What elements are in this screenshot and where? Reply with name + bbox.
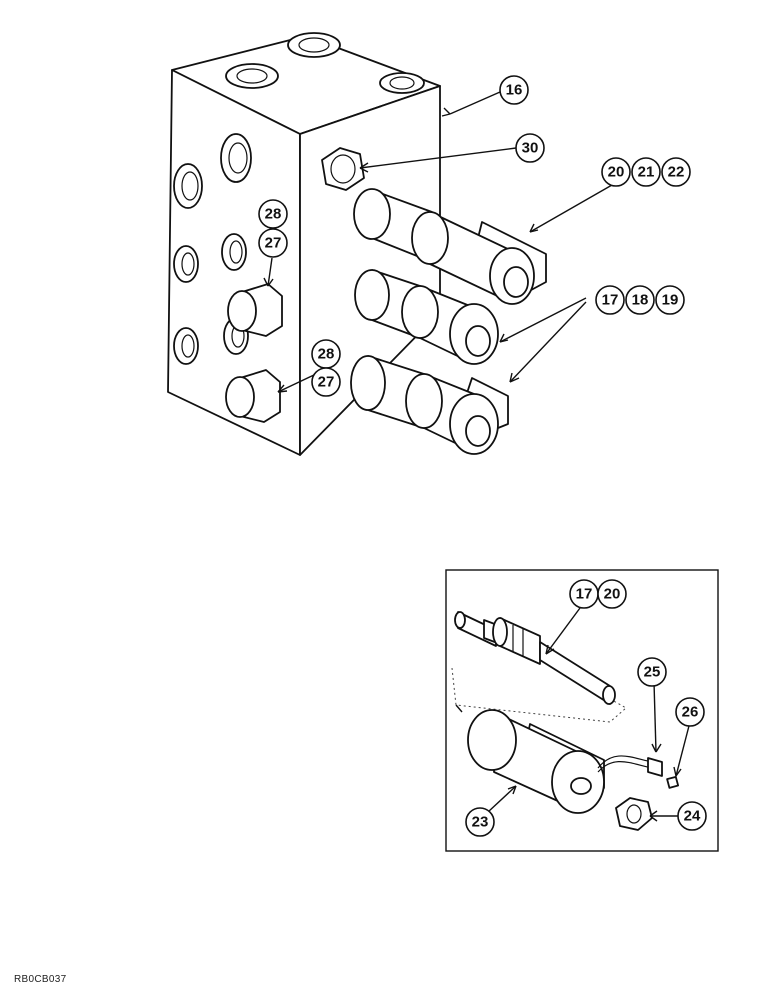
callout-16: 16 <box>499 75 529 105</box>
svg-text:19: 19 <box>662 292 679 309</box>
svg-text:22: 22 <box>668 164 685 181</box>
callout-26: 26 <box>675 697 705 727</box>
callout-28-lower: 28 <box>311 339 341 369</box>
plug-lower <box>225 369 281 423</box>
inset-guide-arrow <box>455 704 463 713</box>
plug-upper <box>227 283 283 337</box>
callout-20: 20 <box>601 157 631 187</box>
callout-18: 18 <box>625 285 655 315</box>
solenoid-middle <box>354 269 499 365</box>
solenoid-bottom <box>350 355 509 455</box>
callout-19: 19 <box>655 285 685 315</box>
top-ports <box>225 32 425 94</box>
callout-28-upper: 28 <box>258 199 288 229</box>
svg-text:20: 20 <box>604 586 621 603</box>
svg-text:17: 17 <box>576 586 593 603</box>
svg-text:25: 25 <box>644 664 661 681</box>
reference-code: RB0CB037 <box>14 974 67 985</box>
callout-17: 17 <box>595 285 625 315</box>
solenoid-top <box>353 188 547 305</box>
inset-coil <box>467 709 605 814</box>
inset-square <box>666 775 680 789</box>
svg-text:16: 16 <box>506 82 523 99</box>
svg-text:24: 24 <box>684 808 701 825</box>
inset-wire-connector <box>597 755 663 777</box>
svg-text:28: 28 <box>265 206 282 223</box>
callout-21: 21 <box>631 157 661 187</box>
svg-text:17: 17 <box>602 292 619 309</box>
svg-text:18: 18 <box>632 292 649 309</box>
callout-24: 24 <box>677 801 707 831</box>
hex-plug <box>321 147 365 191</box>
svg-text:27: 27 <box>318 374 335 391</box>
svg-text:30: 30 <box>522 140 539 157</box>
svg-text:27: 27 <box>265 235 282 252</box>
svg-text:23: 23 <box>472 814 489 831</box>
inset-spool <box>454 611 616 705</box>
svg-text:26: 26 <box>682 704 699 721</box>
inset-callout-17: 17 <box>569 579 599 609</box>
callout-30: 30 <box>515 133 545 163</box>
inset-leader-lines <box>487 607 691 822</box>
callout-22: 22 <box>661 157 691 187</box>
inset-callout-20: 20 <box>597 579 627 609</box>
leader-lines <box>263 91 613 393</box>
callout-25: 25 <box>637 657 667 687</box>
svg-text:20: 20 <box>608 164 625 181</box>
callout-27-lower: 27 <box>311 367 341 397</box>
callout-23: 23 <box>465 807 495 837</box>
svg-text:28: 28 <box>318 346 335 363</box>
svg-text:21: 21 <box>638 164 655 181</box>
callout-27-upper: 27 <box>258 228 288 258</box>
side-ports <box>173 133 252 365</box>
